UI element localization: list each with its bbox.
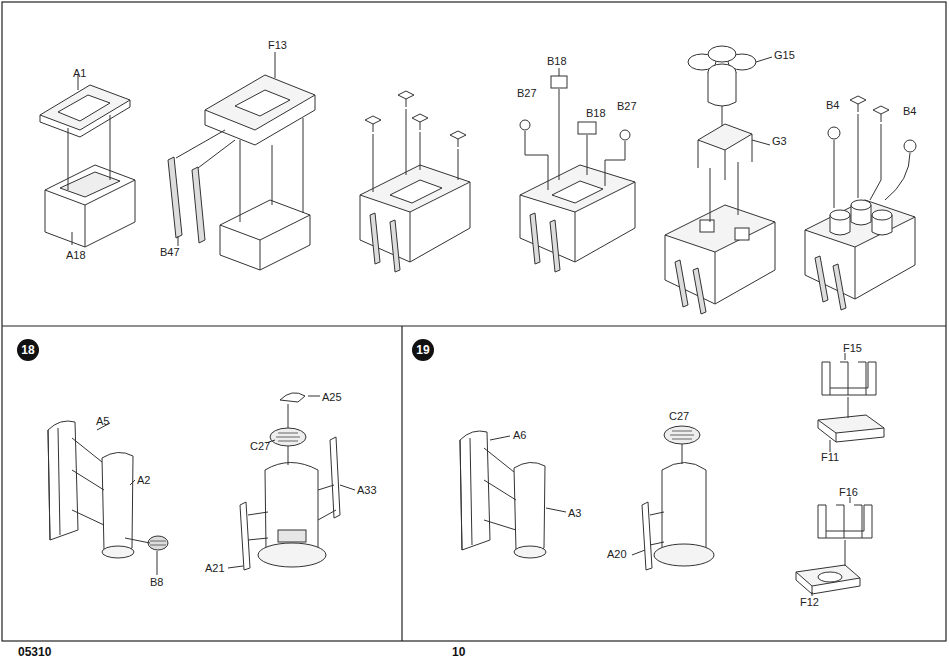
step-number-circle: 18 [17,339,39,361]
part-label: A2 [137,475,150,486]
part-label: F11 [821,452,839,463]
part-label: G15 [774,50,795,61]
part-label: A1 [73,68,86,79]
step-number: 19 [416,343,429,357]
part-label: C27 [669,411,689,422]
part-label: F16 [839,487,858,498]
part-label: C27 [250,441,270,452]
step-number: 18 [21,343,34,357]
part-label: B27 [517,88,537,99]
part-label: F15 [843,343,862,354]
part-label: A20 [607,549,627,560]
part-label: A18 [66,250,86,261]
page-footer: 10 [452,646,465,658]
part-label: B47 [160,247,180,258]
part-label: F12 [800,597,819,608]
part-label: B4 [826,100,839,111]
part-label: B8 [150,577,163,588]
part-label: A6 [513,430,526,441]
part-label: A25 [322,392,342,403]
part-label: G3 [772,136,787,147]
part-label: B27 [617,101,637,112]
page-footer: 05310 [18,646,51,658]
step-number-circle: 19 [412,339,434,361]
part-label: A21 [205,563,225,574]
part-label: A5 [96,416,109,427]
part-label: F13 [268,40,287,51]
part-label: B18 [586,108,606,119]
part-label: A33 [357,485,377,496]
part-label: A3 [568,508,581,519]
part-label: B4 [903,106,916,117]
part-label: B18 [547,56,567,67]
